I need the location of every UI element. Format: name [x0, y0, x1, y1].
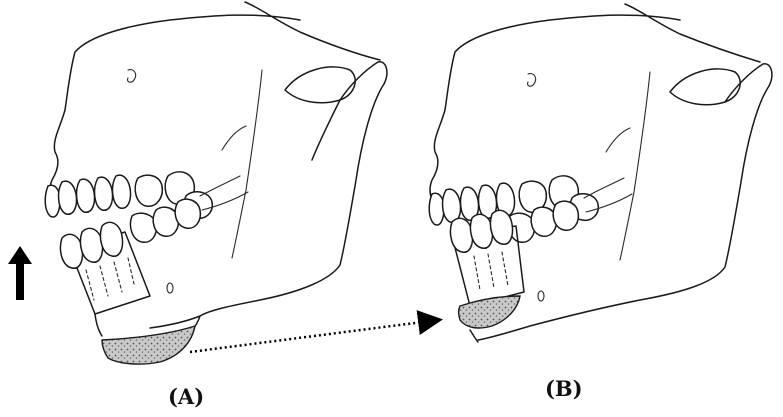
nasal-mark-b: [528, 74, 536, 87]
coronoid-a: [222, 126, 246, 150]
ramus-inner-a: [232, 70, 262, 258]
zygomatic-arch-b: [670, 69, 740, 105]
panel-a-caption: (A): [168, 386, 204, 407]
lower-teeth-a: [130, 199, 200, 242]
lower-teeth-b: [508, 201, 578, 242]
panel-a: [8, 2, 387, 364]
coronoid-b: [606, 128, 630, 152]
panel-b-caption: (B): [545, 378, 583, 399]
dotted-arrow-icon: [190, 320, 438, 352]
up-arrow-icon: [8, 246, 32, 300]
mental-foramen-a: [167, 283, 173, 293]
skull-outline-b: [430, 4, 760, 210]
chin-graft-a: [102, 326, 195, 364]
chin-border-b: [470, 330, 478, 342]
ramus-inner-b: [620, 72, 650, 260]
panel-b: [429, 4, 772, 342]
zygomatic-arch-a: [285, 67, 355, 103]
mental-foramen-b: [538, 291, 544, 301]
nasal-mark-a: [128, 70, 136, 83]
chin-graft-b: [459, 296, 521, 328]
